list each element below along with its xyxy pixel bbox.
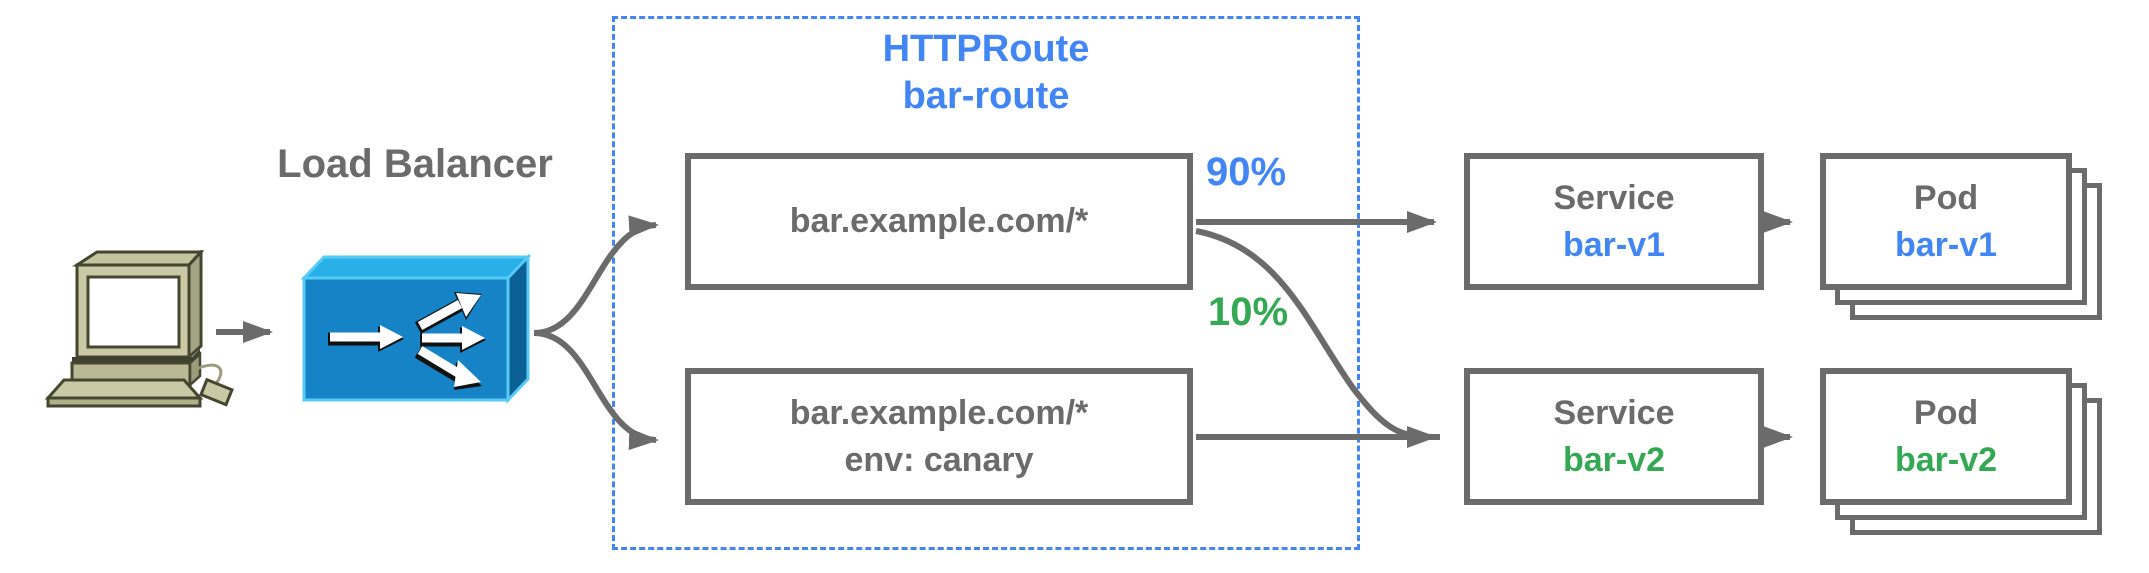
service-bar-v1-name: bar-v1 <box>1562 225 1666 264</box>
pod-bar-v1-kind: Pod <box>1913 178 1979 217</box>
httproute-title-line1: HTTPRoute <box>882 28 1090 70</box>
service-bar-v2-name: bar-v2 <box>1562 440 1666 479</box>
httproute-title-line2: bar-route <box>902 75 1070 117</box>
weight-label-10: 10% <box>1208 290 1289 334</box>
service-bar-v2-kind: Service <box>1553 393 1675 432</box>
weight-label-90: 90% <box>1206 150 1287 194</box>
route-rule-2-match: bar.example.com/* <box>789 393 1089 432</box>
load-balancer-label: Load Balancer <box>277 142 553 186</box>
route-rule-1-match: bar.example.com/* <box>789 202 1089 240</box>
pod-bar-v2-box: Pod bar-v2 <box>1820 368 2072 505</box>
service-bar-v2-box: Service bar-v2 <box>1464 368 1764 505</box>
pod-bar-v1-box: Pod bar-v1 <box>1820 153 2072 290</box>
computer-icon <box>44 250 234 408</box>
route-rule-box-2: bar.example.com/* env: canary <box>685 368 1193 505</box>
route-rule-2-header: env: canary <box>844 440 1034 479</box>
httproute-group-title: HTTPRoute bar-route <box>612 26 1360 120</box>
service-bar-v1-box: Service bar-v1 <box>1464 153 1764 290</box>
pod-bar-v2-kind: Pod <box>1913 393 1979 432</box>
pod-bar-v2-name: bar-v2 <box>1894 440 1998 479</box>
load-balancer-icon <box>300 253 532 404</box>
route-rule-box-1: bar.example.com/* <box>685 153 1193 290</box>
pod-bar-v1-name: bar-v1 <box>1894 225 1998 264</box>
service-bar-v1-kind: Service <box>1553 178 1675 217</box>
